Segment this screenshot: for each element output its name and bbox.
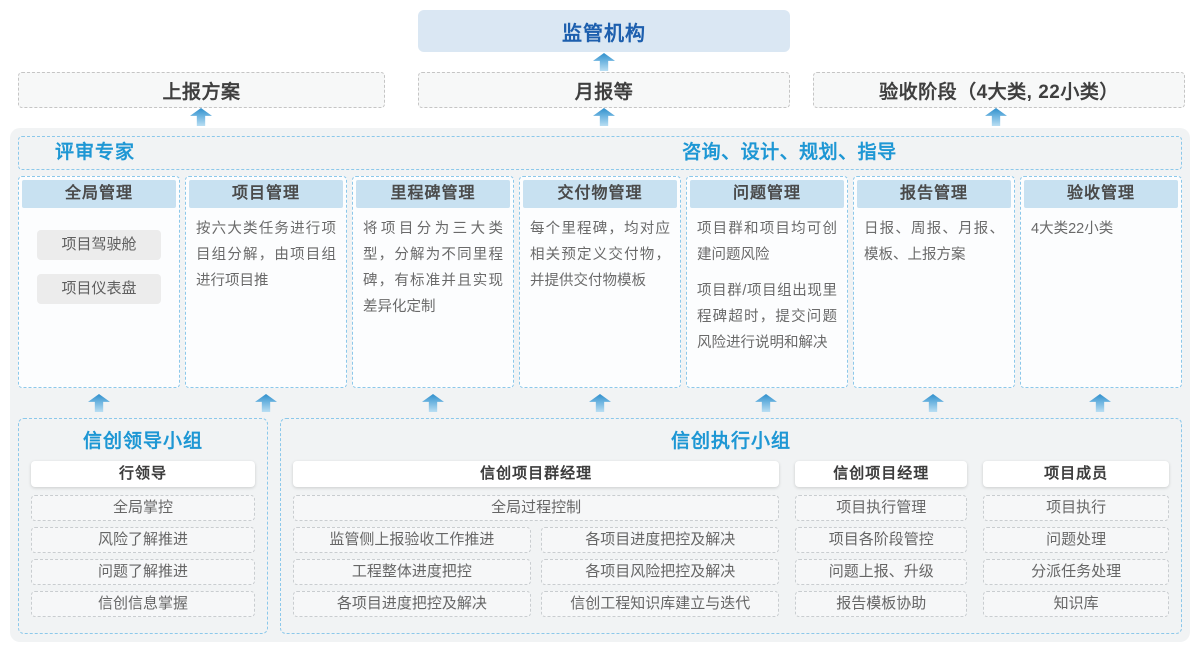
duty-item: 项目执行: [983, 495, 1169, 521]
duty-item: 各项目风险把控及解决: [541, 559, 780, 585]
duty-item: 问题上报、升级: [795, 559, 968, 585]
column-header: 里程碑管理: [356, 180, 510, 208]
column-description: 项目群和项目均可创建问题风险: [697, 221, 837, 263]
column-deliverable-management: 交付物管理 每个里程碑，均对应相关预定义交付物，并提供交付物模板: [519, 176, 681, 388]
team-groups: 信创领导小组 行领导 全局掌控 风险了解推进 问题了解推进 信创信息掌握 信创执…: [18, 418, 1182, 634]
duty-item: 信创信息掌握: [31, 591, 255, 617]
column-description: 4大类22小类: [1031, 221, 1114, 237]
chip-project-dashboard: 项目仪表盘: [37, 274, 161, 304]
leadership-group-title: 信创领导小组: [82, 431, 203, 452]
project-member-column: 项目成员 项目执行 问题处理 分派任务处理 知识库: [983, 461, 1169, 623]
duty-item: 各项目进度把控及解决: [293, 591, 531, 617]
column-header: 全局管理: [22, 180, 176, 208]
duty-item: 风险了解推进: [31, 527, 255, 553]
chip-project-cockpit: 项目驾驶舱: [37, 230, 161, 260]
column-project-management: 项目管理 按六大类任务进行项目组分解，由项目组进行项目推: [185, 176, 347, 388]
up-arrow-icon: [593, 53, 615, 71]
column-description: 项目群/项目组出现里程碑超时，提交问题风险进行说明和解决: [697, 283, 837, 351]
up-arrow-icon: [985, 108, 1007, 126]
up-arrow-icon: [755, 394, 777, 412]
column-acceptance-management: 验收管理 4大类22小类: [1020, 176, 1182, 388]
column-header: 问题管理: [690, 180, 844, 208]
role-program-manager: 信创项目群经理: [293, 461, 780, 487]
project-manager-column: 信创项目经理 项目执行管理 项目各阶段管控 问题上报、升级 报告模板协助: [795, 461, 968, 623]
review-experts-title: 评审专家: [55, 142, 136, 163]
role-project-manager: 信创项目经理: [795, 461, 968, 487]
duty-item: 全局掌控: [31, 495, 255, 521]
up-arrow-icon: [190, 108, 212, 126]
column-report-management: 报告管理 日报、周报、月报、模板、上报方案: [853, 176, 1015, 388]
column-header: 报告管理: [857, 180, 1011, 208]
function-columns: 全局管理 项目驾驶舱 项目仪表盘 项目管理 按六大类任务进行项目组分解，由项目组…: [18, 176, 1182, 388]
duty-item: 报告模板协助: [795, 591, 968, 617]
platform-container: 评审专家 咨询、设计、规划、指导 全局管理 项目驾驶舱 项目仪表盘 项目管理 按…: [10, 128, 1190, 642]
duty-item: 项目执行管理: [795, 495, 968, 521]
leadership-group: 信创领导小组 行领导 全局掌控 风险了解推进 问题了解推进 信创信息掌握: [18, 418, 268, 634]
column-description: 日报、周报、月报、模板、上报方案: [864, 221, 1004, 263]
column-header: 验收管理: [1024, 180, 1178, 208]
up-arrow-icon: [593, 108, 615, 126]
up-arrow-icon: [255, 394, 277, 412]
duty-item: 工程整体进度把控: [293, 559, 531, 585]
execution-group: 信创执行小组 信创项目群经理 全局过程控制 监管侧上报验收工作推进 各项目进度把…: [280, 418, 1182, 634]
up-arrow-icon: [88, 394, 110, 412]
channel-box-report-plan: 上报方案: [18, 72, 385, 108]
up-arrow-icon: [422, 394, 444, 412]
duty-item: 项目各阶段管控: [795, 527, 968, 553]
regulator-box: 监管机构: [418, 10, 790, 52]
duty-item: 全局过程控制: [293, 495, 780, 521]
advisor-band: 评审专家 咨询、设计、规划、指导: [18, 136, 1182, 170]
execution-group-title: 信创执行小组: [670, 431, 791, 452]
duty-item: 信创工程知识库建立与迭代: [541, 591, 780, 617]
up-arrow-icon: [922, 394, 944, 412]
duty-item: 知识库: [983, 591, 1169, 617]
channel-box-acceptance-stage: 验收阶段（4大类, 22小类）: [813, 72, 1185, 108]
channel-box-monthly-report: 月报等: [418, 72, 790, 108]
role-bank-leaders: 行领导: [31, 461, 255, 487]
up-arrow-icon: [589, 394, 611, 412]
column-header: 项目管理: [189, 180, 343, 208]
up-arrow-icon: [1089, 394, 1111, 412]
column-header: 交付物管理: [523, 180, 677, 208]
role-project-member: 项目成员: [983, 461, 1169, 487]
duty-item: 问题处理: [983, 527, 1169, 553]
duty-item: 各项目进度把控及解决: [541, 527, 780, 553]
column-description: 按六大类任务进行项目组分解，由项目组进行项目推: [196, 221, 336, 289]
program-manager-column: 信创项目群经理 全局过程控制 监管侧上报验收工作推进 各项目进度把控及解决 工程…: [293, 461, 780, 623]
consulting-title: 咨询、设计、规划、指导: [682, 142, 897, 163]
column-description: 将项目分为三大类型，分解为不同里程碑，有标准并且实现差异化定制: [363, 221, 503, 315]
duty-item: 分派任务处理: [983, 559, 1169, 585]
duty-item: 监管侧上报验收工作推进: [293, 527, 531, 553]
column-issue-management: 问题管理 项目群和项目均可创建问题风险 项目群/项目组出现里程碑超时，提交问题风…: [686, 176, 848, 388]
column-global-management: 全局管理 项目驾驶舱 项目仪表盘: [18, 176, 180, 388]
duty-item: 问题了解推进: [31, 559, 255, 585]
column-milestone-management: 里程碑管理 将项目分为三大类型，分解为不同里程碑，有标准并且实现差异化定制: [352, 176, 514, 388]
column-description: 每个里程碑，均对应相关预定义交付物，并提供交付物模板: [530, 221, 670, 289]
